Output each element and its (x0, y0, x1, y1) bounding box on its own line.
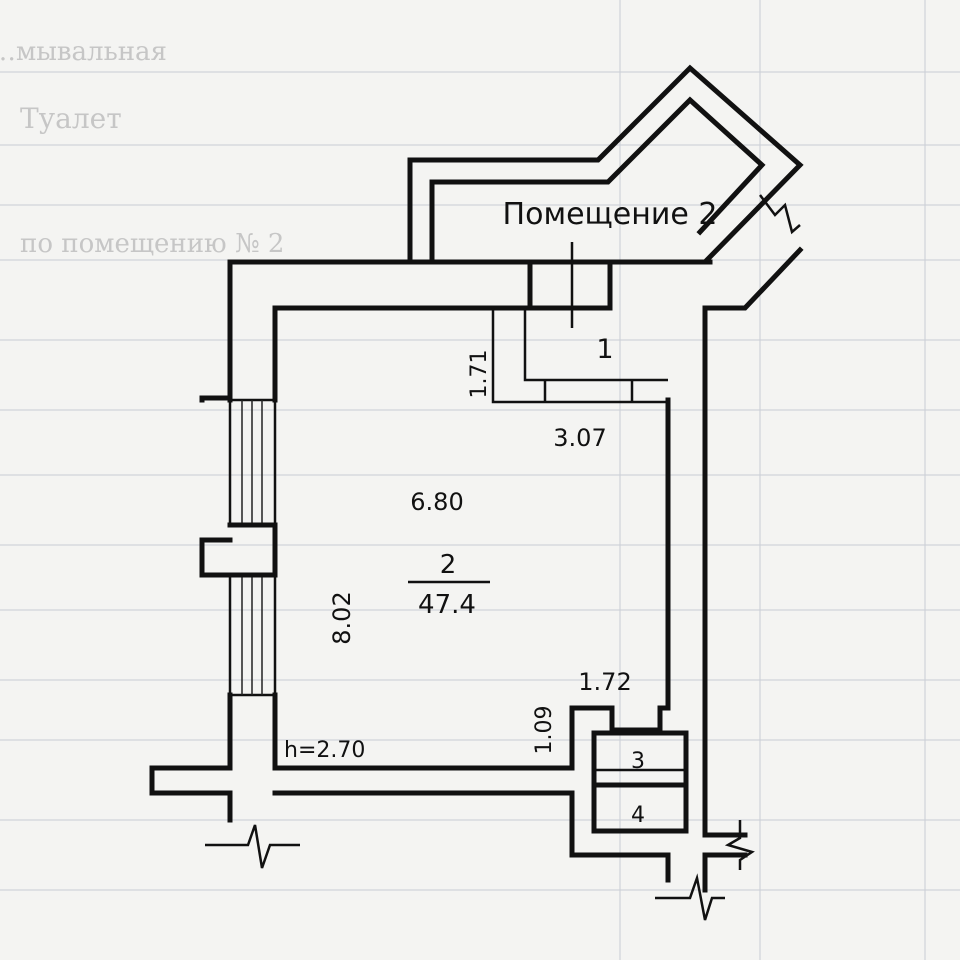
room1-width-label: 1.71 (467, 350, 492, 399)
room3-door-frame (609, 705, 663, 733)
room3-number: 3 (631, 749, 645, 774)
section-title: Помещение 2 (503, 197, 718, 232)
background-text: …мывальная Туалет по помещению № 2 (0, 37, 284, 259)
room2-left-inner-lower (272, 692, 615, 771)
outer-wall-top-right (407, 64, 804, 265)
corridor-inner-wall (429, 96, 766, 265)
room2-width-label: 8.02 (328, 591, 356, 644)
break-symbol-right (724, 820, 755, 870)
room3-depth-label: 1.09 (532, 706, 557, 755)
room3-width-label: 1.72 (578, 668, 631, 696)
room2-inner-wall (272, 259, 533, 311)
room1-number: 1 (596, 334, 613, 365)
room1-length-label: 3.07 (553, 424, 606, 452)
ghost-text-row3: по помещению № 2 (20, 229, 284, 259)
entrance-opening (527, 259, 613, 311)
room1-outline (491, 308, 668, 404)
window-upper (228, 398, 277, 527)
window-lower (228, 573, 277, 697)
ceiling-height-label: h=2.70 (284, 738, 365, 763)
room2-number: 2 (440, 550, 457, 580)
break-symbols (205, 194, 801, 921)
ghost-text-row1: …мывальная (0, 37, 167, 67)
room2-length-label: 6.80 (410, 488, 463, 516)
wall-niche (199, 522, 278, 578)
ghost-text-row2: Туалет (20, 102, 122, 135)
walls (149, 64, 804, 893)
room2-right-wall (657, 397, 671, 711)
break-symbol-top (759, 194, 801, 235)
bottom-wall (272, 790, 671, 883)
break-symbol-left (205, 824, 300, 869)
break-symbol-bottom (655, 873, 725, 921)
room34-box (591, 730, 689, 834)
corridor-top-right (702, 246, 804, 311)
room4-number: 4 (631, 803, 645, 828)
left-outer-wall-lower (149, 692, 233, 823)
room2-area: 47.4 (418, 590, 476, 620)
